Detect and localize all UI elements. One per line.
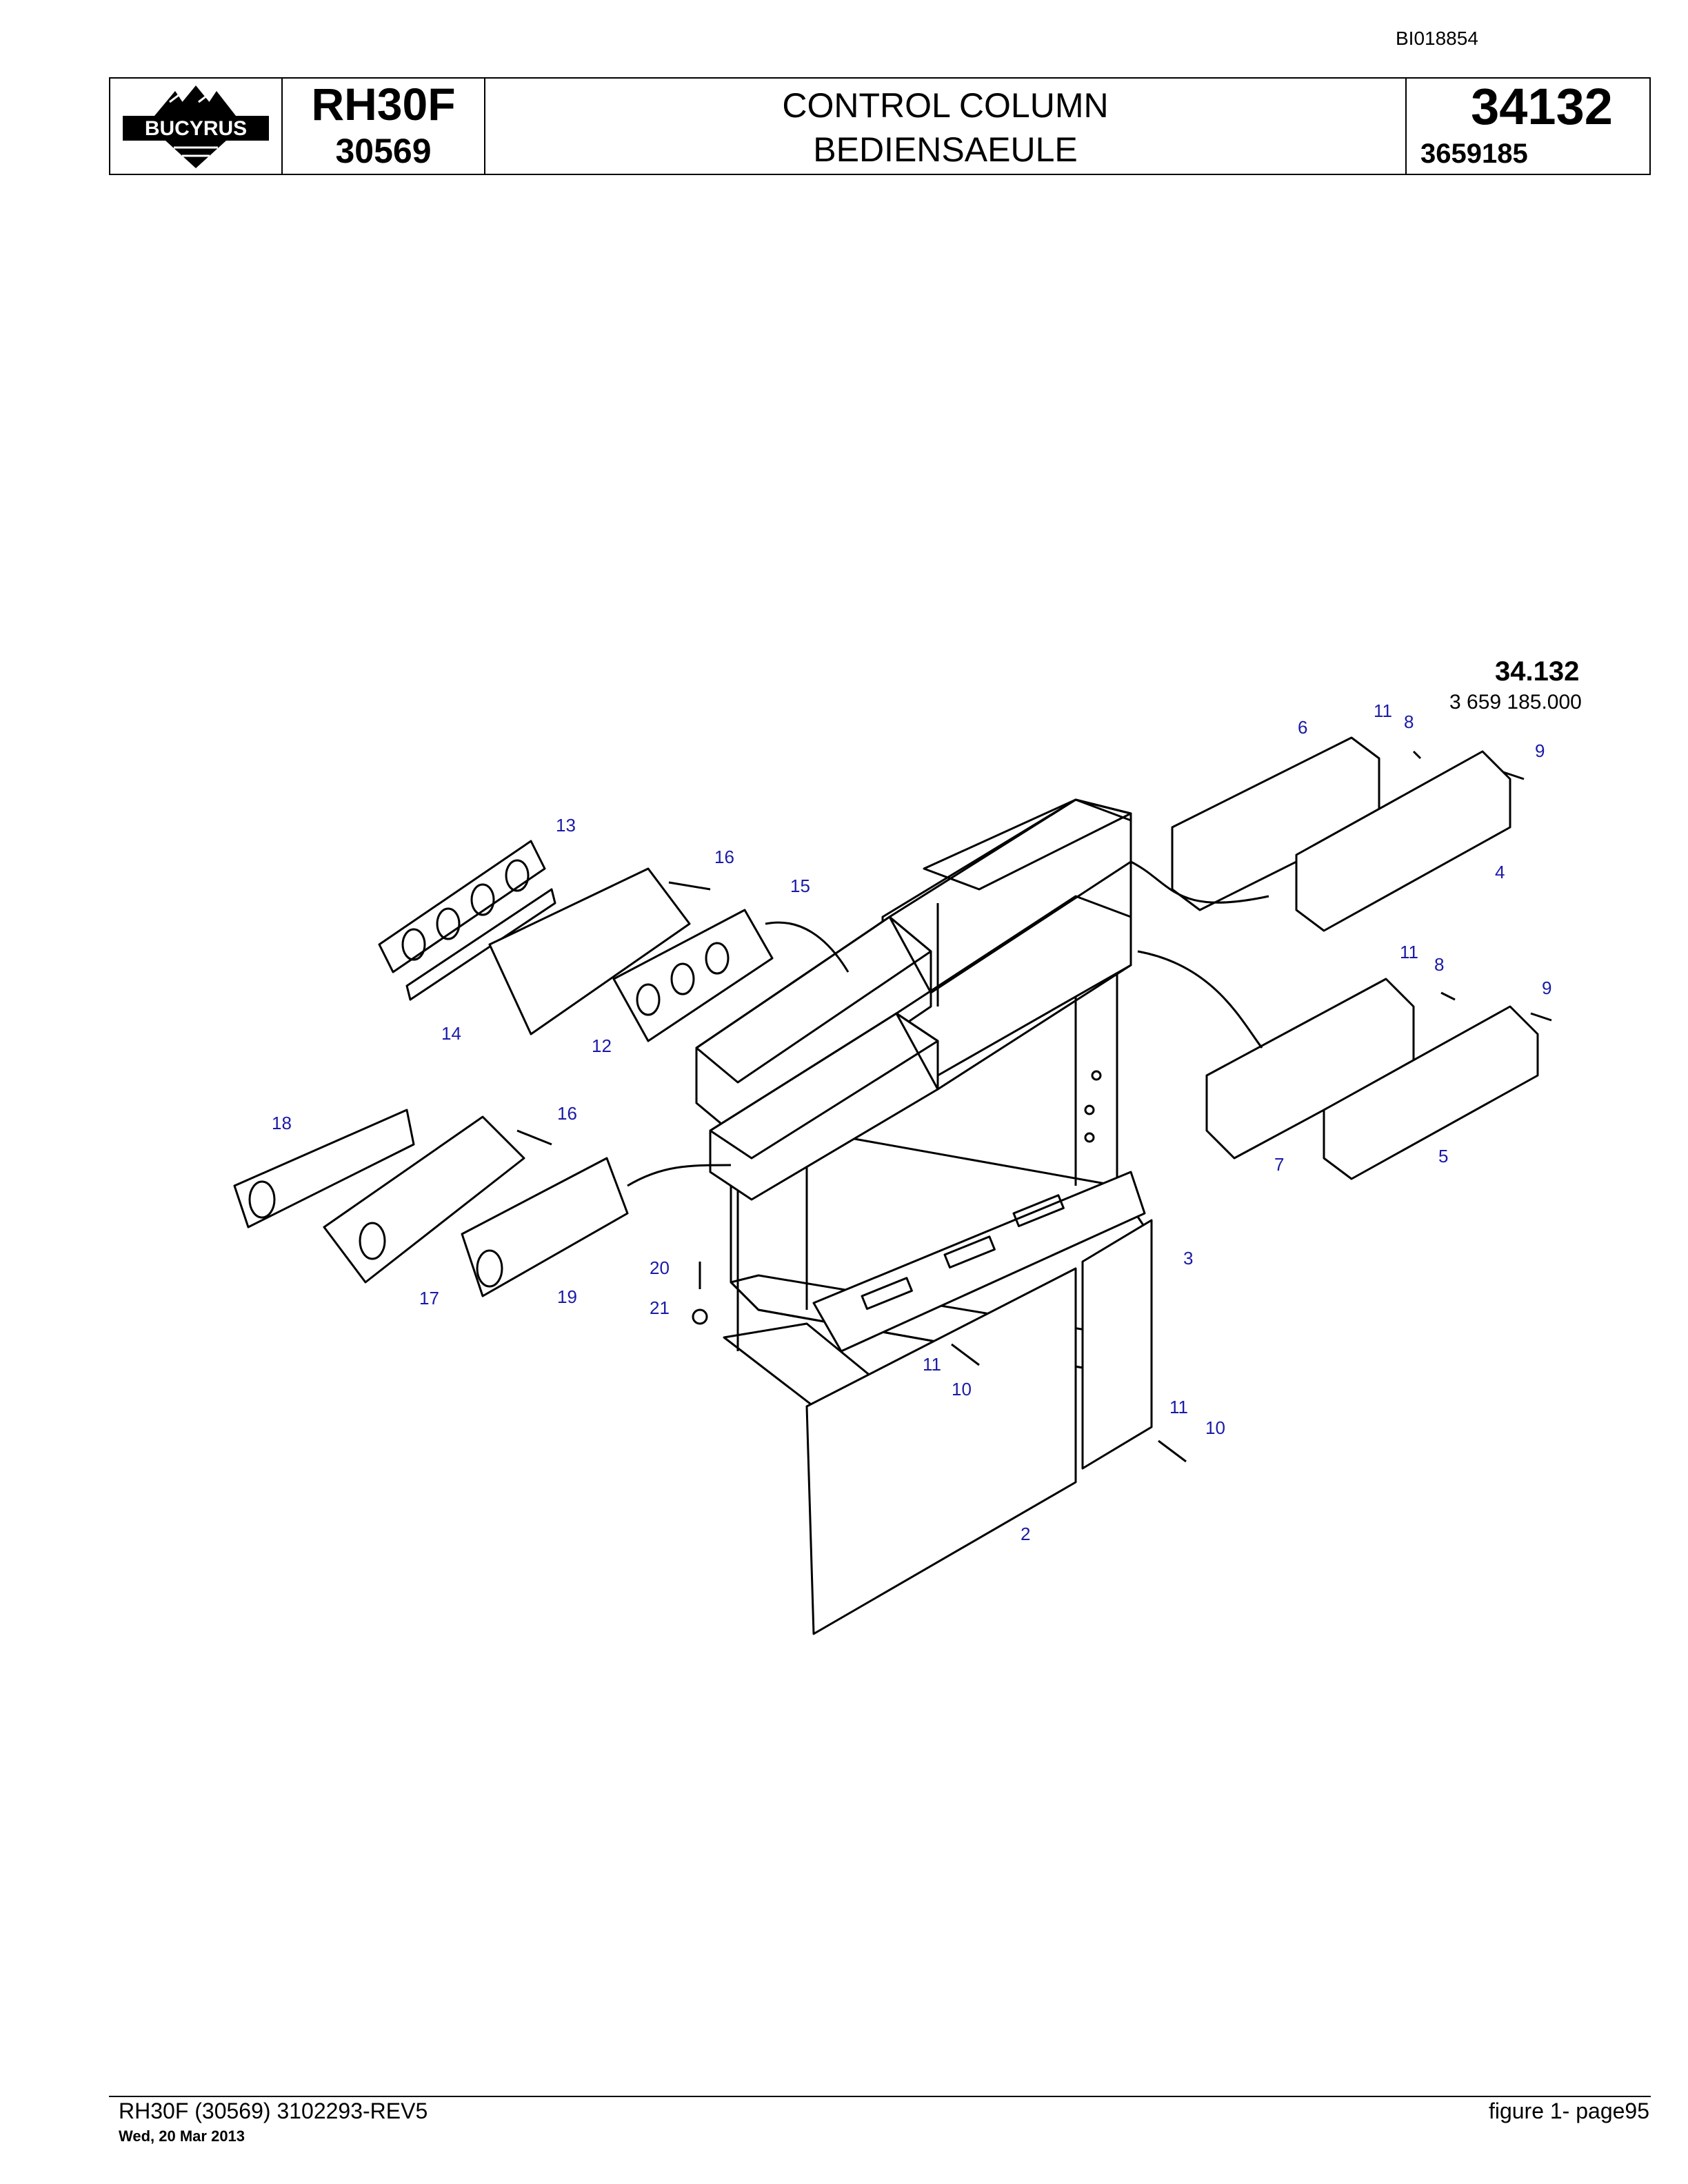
title-block: BUCYRUS RH30F 30569 CONTROL COLUMN BEDIE… — [109, 77, 1651, 175]
callout-14: 14 — [441, 1023, 461, 1044]
svg-text:BUCYRUS: BUCYRUS — [145, 117, 247, 140]
document-id: BI018854 — [1396, 28, 1478, 49]
callout-9b: 9 — [1542, 978, 1552, 998]
bucyrus-logo: BUCYRUS — [123, 83, 269, 168]
left-panels — [233, 840, 850, 1297]
footer-rule — [109, 2096, 1651, 2097]
callout-7: 7 — [1274, 1154, 1285, 1175]
group-cell: 34132 3659185 — [1407, 79, 1649, 174]
title-english: CONTROL COLUMN — [782, 86, 1109, 125]
callout-18: 18 — [272, 1113, 292, 1133]
serial-number: 30569 — [335, 132, 432, 170]
callout-12: 12 — [592, 1035, 612, 1056]
callout-11b: 11 — [1400, 942, 1418, 962]
footer-date: Wed, 20 Mar 2013 — [119, 2127, 245, 2145]
footer-page: figure 1- page95 — [1488, 2099, 1649, 2123]
callout-20: 20 — [650, 1257, 670, 1278]
callout-8b: 8 — [1434, 954, 1445, 975]
fasteners — [516, 750, 1552, 1463]
callout-11d: 11 — [1169, 1397, 1188, 1417]
callout-11: 11 — [1374, 700, 1392, 721]
footer-document: RH30F (30569) 3102293-REV5 — [119, 2099, 428, 2123]
figure-group-label: 34.132 — [1495, 656, 1580, 687]
callout-9: 9 — [1535, 740, 1545, 761]
group-number: 34132 — [1471, 78, 1613, 135]
model-cell: RH30F 30569 — [283, 79, 485, 174]
title-german: BEDIENSAEULE — [813, 130, 1078, 169]
callout-2: 2 — [1021, 1524, 1031, 1544]
model: RH30F — [311, 79, 456, 130]
part-number: 3659185 — [1420, 139, 1528, 169]
callout-17: 17 — [419, 1288, 439, 1308]
callout-19: 19 — [557, 1286, 577, 1307]
callout-6: 6 — [1298, 717, 1308, 738]
callout-16b: 16 — [557, 1103, 577, 1124]
callout-21: 21 — [650, 1297, 670, 1318]
callout-16: 16 — [714, 847, 734, 867]
figure-part-label: 3 659 185.000 — [1449, 691, 1582, 714]
callout-11c: 11 — [923, 1354, 941, 1375]
right-panels — [1130, 736, 1539, 1180]
base-plate — [812, 1171, 1146, 1353]
callout-8: 8 — [1404, 711, 1414, 732]
upper-housings — [695, 798, 1132, 1201]
title-cell: CONTROL COLUMN BEDIENSAEULE — [485, 79, 1407, 174]
callout-4: 4 — [1495, 862, 1505, 882]
callout-10b: 10 — [1205, 1417, 1225, 1438]
callout-15: 15 — [790, 876, 810, 896]
logo-cell: BUCYRUS — [110, 79, 283, 174]
callout-10: 10 — [952, 1379, 972, 1399]
callout-5: 5 — [1438, 1146, 1449, 1166]
callout-3: 3 — [1183, 1248, 1194, 1268]
cover-plates — [805, 1219, 1153, 1635]
callout-13: 13 — [556, 815, 576, 836]
